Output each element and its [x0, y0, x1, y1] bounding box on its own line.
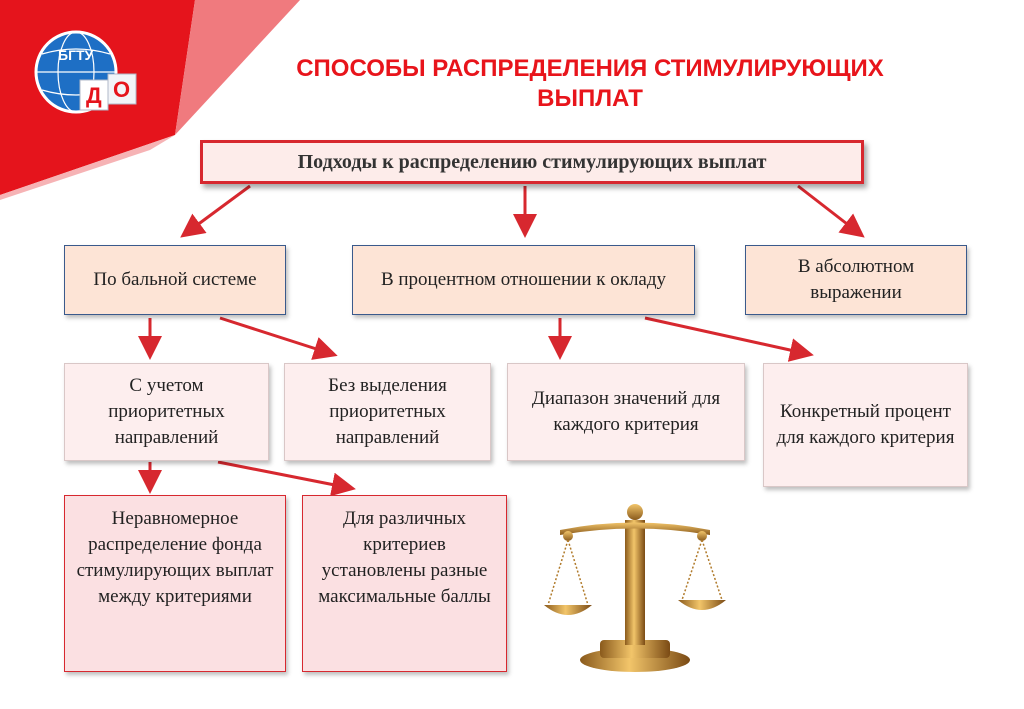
university-logo: БГТУ Д О [34, 30, 137, 114]
root-node: Подходы к распределению стимулирующих вы… [200, 140, 864, 184]
node-value-range: Диапазон значений для каждого критерия [507, 363, 745, 461]
page-title: СПОСОБЫ РАСПРЕДЕЛЕНИЯ СТИМУЛИРУЮЩИХ ВЫПЛ… [240, 54, 940, 114]
arrow-root-absolute [797, 184, 865, 238]
node-different-max-points: Для различных критериев установлены разн… [302, 495, 507, 672]
logo-letter-d: Д [86, 83, 102, 108]
node-absolute: В абсолютном выражении [745, 245, 967, 315]
node-without-priority: Без выделения приоритетных направлений [284, 363, 491, 461]
node-points-system: По бальной системе [64, 245, 286, 315]
arrow-points-without [219, 316, 338, 360]
title-line-2: ВЫПЛАТ [537, 85, 643, 112]
node-percent-salary: В процентном отношении к окладу [352, 245, 695, 315]
logo-ring-text: БГТУ [58, 47, 94, 63]
node-specific-percent: Конкретный процент для каждого критерия [763, 363, 968, 487]
arrow-percent-specific [644, 316, 814, 362]
logo-letter-o: О [113, 77, 130, 102]
scales-of-justice-icon [544, 504, 726, 672]
title-line-1: СПОСОБЫ РАСПРЕДЕЛЕНИЯ СТИМУЛИРУЮЩИХ [296, 55, 884, 82]
arrow-with-maxpoints [217, 460, 356, 497]
node-with-priority: С учетом приоритетных направлений [64, 363, 269, 461]
node-uneven-distribution: Неравномерное распределение фонда стимул… [64, 495, 286, 672]
